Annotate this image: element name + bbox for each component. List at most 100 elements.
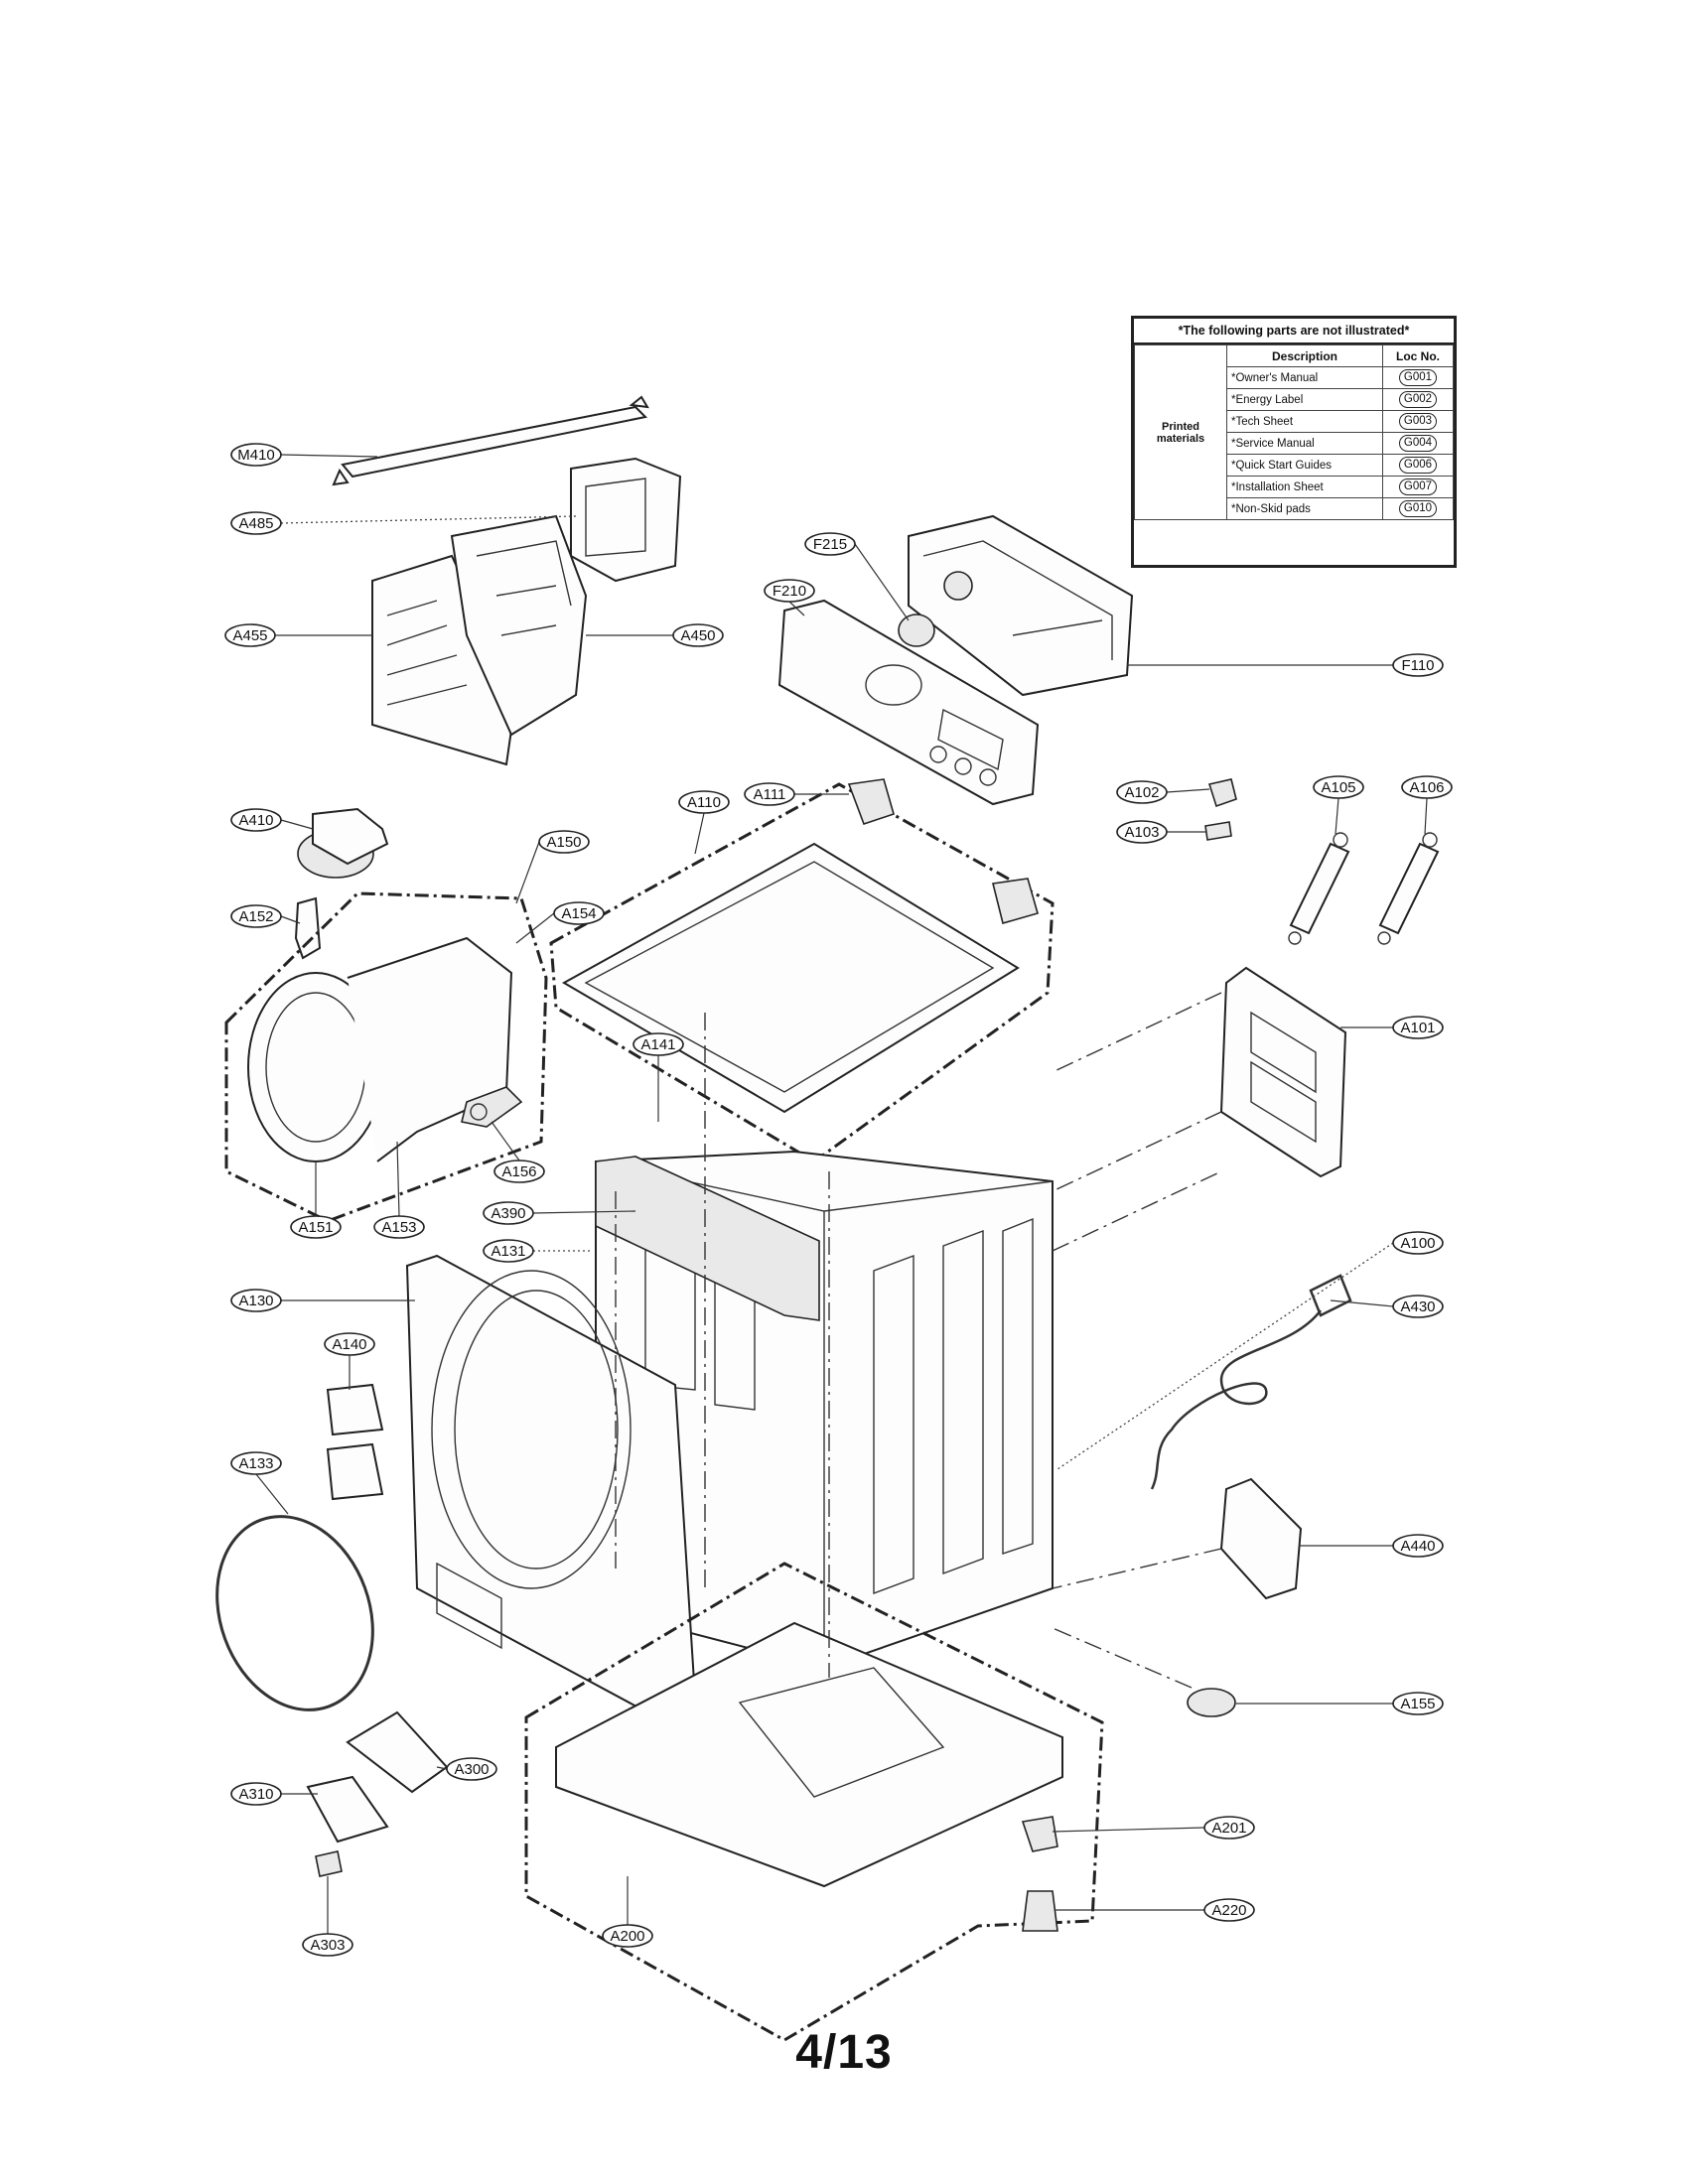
callout-bubble [602, 1924, 653, 1948]
callout-label: A103 [1124, 824, 1159, 841]
callout-a103: A103 [1116, 820, 1205, 844]
callout-label: A220 [1211, 1902, 1246, 1919]
not-illustrated-parts-legend: *The following parts are not illustrated… [1131, 316, 1457, 568]
callout-a450: A450 [586, 623, 724, 647]
callout-a410: A410 [230, 808, 314, 832]
callout-a220: A220 [1055, 1898, 1255, 1922]
callout-bubble [1313, 775, 1364, 799]
callout-label: A430 [1400, 1298, 1435, 1315]
leader-line [1330, 1299, 1394, 1307]
callout-label: A102 [1124, 784, 1159, 801]
callout-label: M410 [237, 447, 275, 464]
callout-label: A110 [687, 794, 721, 811]
callout-bubble [230, 1451, 282, 1475]
callout-m410: M410 [230, 443, 378, 467]
callout-label: A141 [640, 1036, 675, 1053]
part-a102 [1207, 778, 1237, 808]
callout-a102: A102 [1116, 780, 1210, 804]
part-a200-base [555, 1621, 1063, 1888]
part-a450-pcb [450, 514, 588, 737]
callout-a100: A100 [1056, 1231, 1444, 1470]
part-a430-power-cord [1150, 1274, 1352, 1490]
callout-label: A133 [238, 1455, 273, 1472]
callout-bubble [1401, 775, 1453, 799]
page-number: 4/13 [795, 2026, 893, 2079]
part-a155-cap [1187, 1688, 1236, 1717]
callout-a390: A390 [483, 1201, 636, 1225]
callout-a155: A155 [1236, 1692, 1444, 1715]
leader-line [694, 812, 705, 855]
part-f215-knob [898, 614, 935, 647]
legend-table: Printed materials Description Loc No. *O… [1134, 344, 1454, 520]
callout-bubble [1392, 1231, 1444, 1255]
callout-label: A105 [1321, 779, 1355, 796]
callout-bubble [302, 1933, 353, 1957]
leader-line [396, 1141, 400, 1217]
callout-label: A200 [610, 1928, 644, 1945]
legend-loc: G004 [1398, 435, 1438, 452]
part-a140-door-hinge [326, 1383, 384, 1501]
legend-description: *Energy Label [1226, 388, 1383, 411]
part-a220-leveling-foot [1022, 1890, 1058, 1932]
callout-label: A101 [1400, 1020, 1435, 1036]
callout-label: A111 [754, 786, 786, 803]
leader-line [1424, 797, 1428, 835]
callout-a130: A130 [230, 1289, 415, 1312]
legend-description: *Tech Sheet [1226, 410, 1383, 433]
callout-a300: A300 [436, 1757, 497, 1781]
part-a111-hinge-bracket [847, 778, 895, 826]
callout-f110: F110 [1127, 653, 1444, 677]
part-a103 [1204, 821, 1232, 841]
part-a303-screw [315, 1850, 343, 1877]
legend-header-row: Printed materials Description Loc No. [1134, 344, 1454, 520]
leader-line [280, 454, 378, 458]
callout-label: A154 [561, 905, 596, 922]
legend-category: Printed materials [1134, 344, 1227, 520]
callout-bubble [230, 511, 282, 535]
leader-line [515, 912, 555, 944]
callout-bubble [230, 1289, 282, 1312]
legend-row: *Quick Start Guides G006 [1135, 454, 1454, 477]
legend-row: *Non-Skid pads G010 [1135, 497, 1454, 520]
callout-label: A106 [1409, 779, 1444, 796]
legend-description: *Quick Start Guides [1226, 454, 1383, 477]
callout-label: A153 [381, 1219, 416, 1236]
callout-a151: A151 [290, 1161, 342, 1239]
part-a300-filter-cover [346, 1710, 449, 1794]
callout-bubble [1392, 1016, 1444, 1039]
leader-line [532, 1210, 636, 1214]
legend-loc: G010 [1398, 500, 1438, 517]
callout-bubble [678, 790, 730, 814]
callout-a455: A455 [224, 623, 372, 647]
callout-bubble [446, 1757, 497, 1781]
callout-label: A410 [238, 812, 273, 829]
callout-bubble [538, 830, 590, 854]
callout-bubble [324, 1332, 375, 1356]
callout-f210: F210 [764, 579, 815, 616]
callout-a153: A153 [373, 1141, 425, 1239]
callout-bubble [1392, 653, 1444, 677]
callout-a105: A105 [1313, 775, 1364, 835]
part-a201-bracket [1021, 1816, 1058, 1852]
leader-line [1335, 797, 1339, 835]
legend-description: *Installation Sheet [1226, 476, 1383, 498]
leader-line [1052, 1827, 1205, 1833]
legend-loc: G006 [1398, 457, 1438, 474]
callout-bubble [224, 623, 276, 647]
callout-bubble [1392, 1692, 1444, 1715]
callout-a110: A110 [678, 790, 730, 855]
callout-bubble [633, 1032, 684, 1056]
callout-a133: A133 [230, 1451, 289, 1515]
part-a110-top-plate [561, 842, 1020, 1114]
callout-label: A390 [491, 1205, 525, 1222]
legend-description: *Owner's Manual [1226, 366, 1383, 389]
callout-a154: A154 [515, 901, 605, 944]
part-a390-top-frame [595, 1156, 820, 1321]
legend-description: *Non-Skid pads [1226, 497, 1383, 520]
callout-label: A131 [491, 1243, 525, 1260]
callout-bubble [672, 623, 724, 647]
callout-bubble [483, 1239, 534, 1263]
callout-bubble [1203, 1816, 1255, 1840]
